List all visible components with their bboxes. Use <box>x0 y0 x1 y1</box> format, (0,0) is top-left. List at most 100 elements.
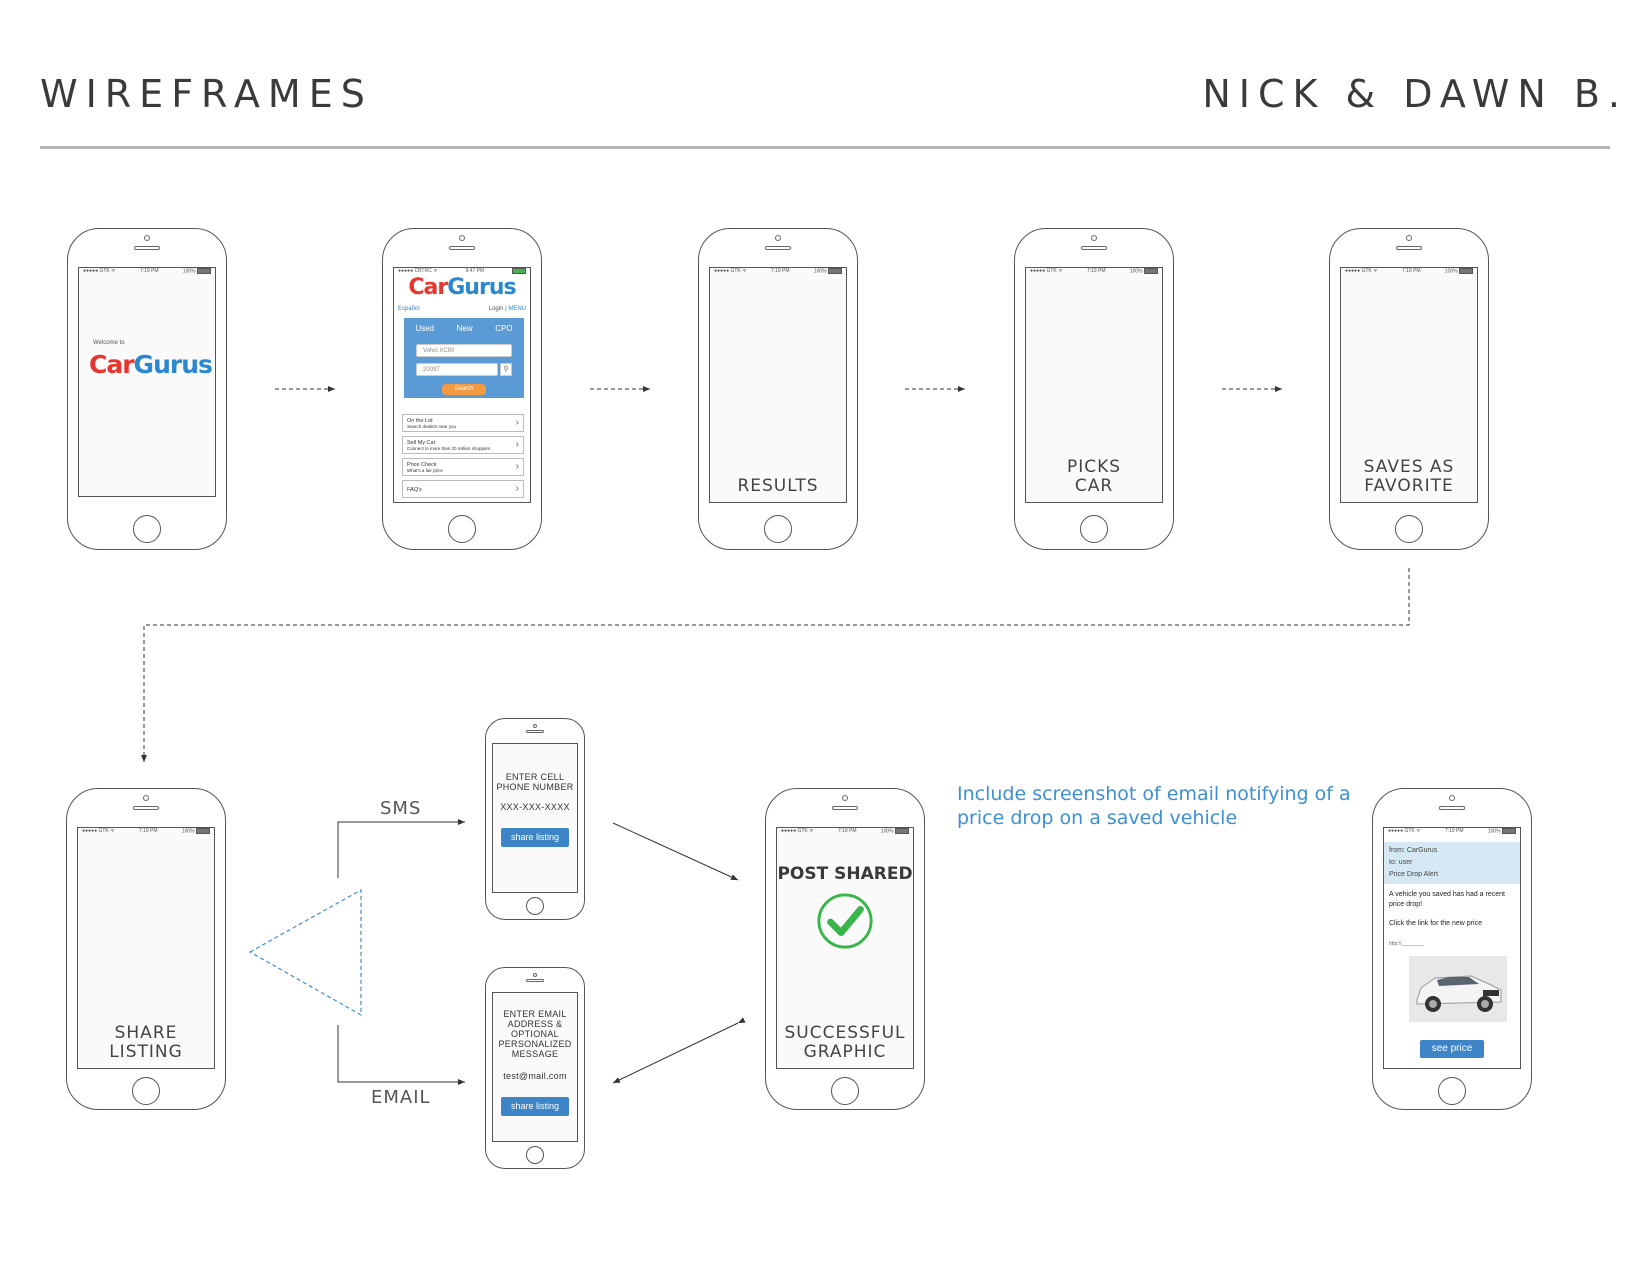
tab-cpo[interactable]: CPO <box>495 324 513 333</box>
share-funnel <box>248 888 362 1017</box>
speaker-icon <box>1439 806 1465 810</box>
phone-sms: ENTER CELL PHONE NUMBER XXX-XXX-XXXX sha… <box>485 718 585 920</box>
zip-input[interactable]: 20097 <box>416 363 498 376</box>
email-field[interactable]: test@mail.com <box>503 1071 567 1081</box>
annotation-note: Include screenshot of email notifying of… <box>957 783 1351 829</box>
location-pin-icon[interactable]: ⚲ <box>500 363 512 376</box>
speaker-icon <box>133 806 159 810</box>
top-links: Español Login | MENU <box>398 306 526 312</box>
camera-icon <box>1091 235 1097 241</box>
camera-icon <box>842 795 848 801</box>
login-link[interactable]: Login <box>488 306 504 312</box>
speaker-icon <box>1081 246 1107 250</box>
home-button[interactable] <box>764 515 792 543</box>
chevron-right-icon: › <box>515 461 519 472</box>
speaker-icon <box>1396 246 1422 250</box>
checkmark-icon <box>817 893 873 949</box>
post-shared-title: POST SHARED <box>777 864 913 884</box>
screen: ENTER CELL PHONE NUMBER XXX-XXX-XXXX sha… <box>492 743 578 893</box>
email-subject: Price Drop Alert <box>1389 871 1439 878</box>
arrow-sms <box>337 819 465 878</box>
email-label: EMAIL <box>371 1087 431 1108</box>
sms-label: SMS <box>380 798 422 819</box>
home-button[interactable] <box>831 1077 859 1105</box>
share-listing-button[interactable]: share listing <box>501 1097 569 1116</box>
email-prompt: ENTER EMAIL ADDRESS & OPTIONAL PERSONALI… <box>498 1009 572 1059</box>
chevron-right-icon: › <box>515 417 519 428</box>
camera-icon <box>459 235 465 241</box>
chevron-right-icon: › <box>515 483 519 494</box>
home-button[interactable] <box>448 515 476 543</box>
welcome-label: Welcome to <box>93 340 125 346</box>
authors: NICK & DAWN B. <box>1202 72 1628 116</box>
home-button[interactable] <box>1080 515 1108 543</box>
phone-email: ENTER EMAIL ADDRESS & OPTIONAL PERSONALI… <box>485 967 585 1169</box>
see-price-button[interactable]: see price <box>1420 1040 1484 1058</box>
speaker-icon <box>449 246 475 250</box>
search-button[interactable]: Search <box>442 384 486 395</box>
search-panel: Used New CPO Volvo XC90 20097 ⚲ Search <box>404 318 524 398</box>
camera-icon <box>775 235 781 241</box>
tab-used[interactable]: Used <box>415 324 434 333</box>
camera-icon <box>144 235 150 241</box>
lang-link[interactable]: Español <box>398 306 420 312</box>
home-button[interactable] <box>1438 1077 1466 1105</box>
tab-new[interactable]: New <box>456 324 473 333</box>
camera-icon <box>1449 795 1455 801</box>
menu-link[interactable]: MENU <box>508 306 526 312</box>
home-button[interactable] <box>526 897 544 915</box>
camera-icon <box>533 973 537 977</box>
camera-icon <box>533 724 537 728</box>
header-divider <box>40 146 1610 149</box>
phone-number-field[interactable]: XXX-XXX-XXXX <box>500 802 570 812</box>
camera-icon <box>143 795 149 801</box>
model-input[interactable]: Volvo XC90 <box>416 344 512 357</box>
screen-caption: PICKS CAR <box>1066 457 1122 496</box>
home-button[interactable] <box>526 1146 544 1164</box>
screen-caption: SHARE LISTING <box>109 1023 183 1062</box>
email-link[interactable]: http://________ <box>1389 941 1424 947</box>
chevron-right-icon: › <box>515 439 519 450</box>
screen-caption: SUCCESSFUL GRAPHIC <box>784 1023 906 1062</box>
email-from: from: CarGurus <box>1389 847 1438 854</box>
arrow-return <box>141 568 1410 762</box>
arrow-sms-to-post <box>612 822 739 881</box>
cargurus-logo: CarGurus <box>89 350 213 379</box>
home-button[interactable] <box>133 515 161 543</box>
list-item[interactable]: FAQ's› <box>402 480 524 498</box>
home-button[interactable] <box>1395 515 1423 543</box>
email-to: to: user <box>1389 859 1413 866</box>
share-listing-button[interactable]: share listing <box>501 828 569 847</box>
screen-caption: RESULTS <box>737 476 819 496</box>
email-body: Click the link for the new price <box>1389 920 1482 927</box>
camera-icon <box>1406 235 1412 241</box>
arrow-email <box>337 1025 465 1085</box>
home-button[interactable] <box>132 1077 160 1105</box>
page-title: WIREFRAMES <box>40 72 373 116</box>
speaker-icon <box>526 730 544 733</box>
